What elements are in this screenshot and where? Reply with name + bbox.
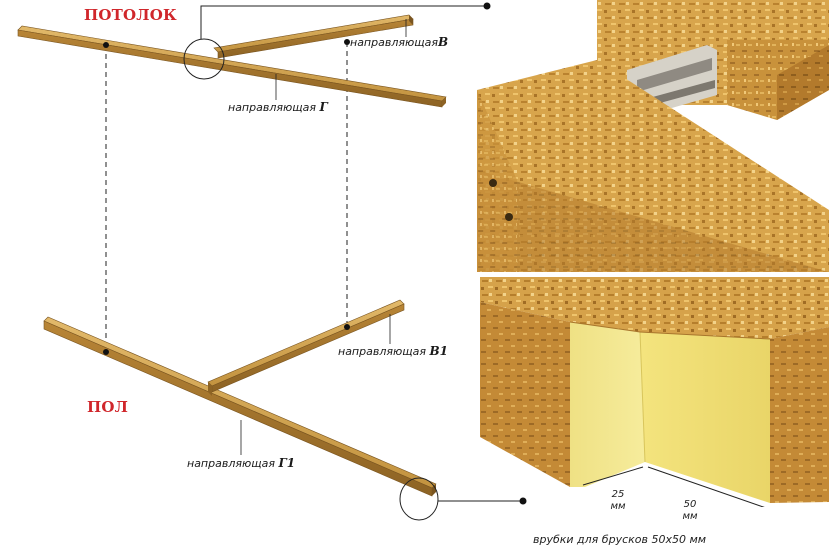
ceiling-right-dot xyxy=(344,39,350,45)
guide-v1-label: направляющая В1 xyxy=(338,344,448,358)
ceiling-callout-dot xyxy=(483,2,491,10)
guide-g-letter: Г xyxy=(319,100,328,114)
dimension-25-unit: мм xyxy=(610,501,626,512)
floor-callout-circle xyxy=(399,477,439,521)
ceiling-title: ПОТОЛОК xyxy=(84,6,177,24)
guide-v1-letter: В1 xyxy=(429,344,448,358)
floor-right-dot xyxy=(344,324,350,330)
guide-v-prefix: направляющая xyxy=(350,36,438,49)
floor-joint-detail xyxy=(480,277,829,507)
ceiling-callout-circle xyxy=(183,38,225,80)
ceiling-callout-leader xyxy=(200,5,487,39)
ceiling-left-dot xyxy=(103,42,109,48)
floor-beam-v1 xyxy=(207,299,405,396)
dimension-25-value: 25 xyxy=(611,489,625,500)
dimension-50: 50 мм xyxy=(676,499,704,523)
floor-callout-dot xyxy=(519,497,527,505)
ceiling-beam-v xyxy=(213,14,414,59)
dimension-50-unit: мм xyxy=(682,511,698,522)
dimension-50-value: 50 xyxy=(683,499,697,510)
guide-g1-prefix: направляющая xyxy=(187,457,275,470)
floor-beam-g1 xyxy=(43,316,437,497)
guide-g-prefix: направляющая xyxy=(228,101,316,114)
guide-g1-label: направляющая Г1 xyxy=(187,456,295,470)
floor-title: ПОЛ xyxy=(87,398,129,416)
dimension-25: 25 мм xyxy=(604,489,632,513)
guide-g-label: направляющая Г xyxy=(228,100,328,114)
ceiling-joint-detail xyxy=(477,0,829,272)
notch-caption: врубки для брусков 50х50 мм xyxy=(533,533,707,546)
floor-left-dot xyxy=(103,349,109,355)
guide-v-label: направляющаяВ xyxy=(350,35,448,49)
ceiling-beam-g xyxy=(17,25,447,108)
guide-v-letter: В xyxy=(437,35,449,49)
guide-g1-letter: Г1 xyxy=(278,456,296,470)
guide-v1-prefix: направляющая xyxy=(338,345,426,358)
